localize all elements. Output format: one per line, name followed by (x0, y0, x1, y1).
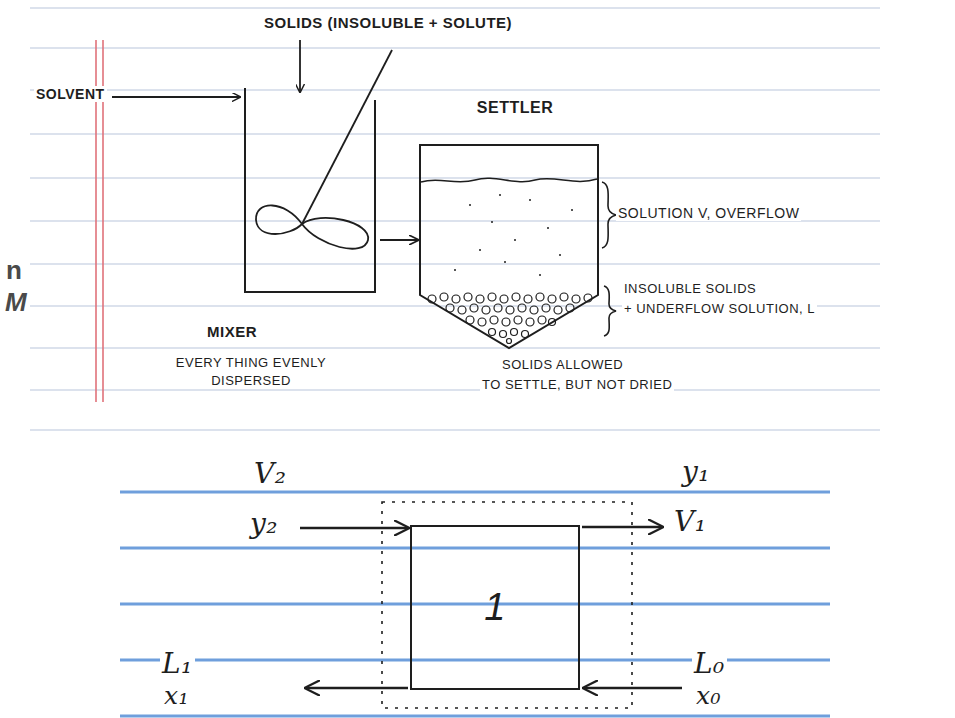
note: TO SETTLE, BUT NOT DRIED (480, 378, 674, 393)
mixer-node: MIXER EVERY THING EVENLY DISPERSED (165, 85, 380, 400)
zone-label: + UNDERFLOW SOLUTION, L (622, 302, 817, 317)
stream-arrow (584, 687, 682, 689)
balance-envelope (382, 502, 632, 708)
stream-symbol: L₀ (692, 648, 727, 680)
stream-arrow (582, 526, 662, 528)
zone-label: SOLUTION V, OVERFLOW (616, 205, 801, 221)
slide-fragment: M (3, 288, 29, 318)
ruled-lines (30, 8, 880, 430)
stream-symbol: L₁ (160, 648, 195, 680)
solvent-arrow (112, 96, 240, 98)
settled-solids (428, 293, 592, 344)
bracket (604, 286, 616, 336)
stream-symbol: y₁ (680, 456, 712, 488)
ruled-lines (120, 492, 830, 716)
node-text: MIXER (207, 323, 380, 340)
liquid-surface (421, 178, 597, 182)
agitator-shaft (302, 50, 392, 224)
agitator-blade (256, 205, 368, 248)
node-text: SETTLER (418, 99, 612, 117)
stream-arrow (300, 527, 408, 529)
stage-box: 1 (410, 525, 580, 690)
settler-vessel (420, 145, 598, 348)
settler-node: SETTLER (418, 95, 612, 350)
slide-fragment: n (4, 256, 24, 286)
stream-symbol: V₂ (252, 458, 288, 490)
suspended-particles (454, 194, 573, 276)
flow-arrow (380, 239, 418, 241)
node-text: EVERY THING EVENLY DISPERSED (165, 354, 337, 389)
stream-symbol: V₁ (672, 506, 708, 538)
feed-label: SOLIDS (INSOLUBLE + SOLUTE) (262, 14, 514, 31)
stream-label: SOLVENT (34, 86, 107, 102)
mixer-tank (245, 88, 375, 292)
stream-symbol: x₁ (162, 682, 191, 711)
stream-symbol: y₂ (248, 508, 280, 540)
stream-symbol: x₀ (694, 682, 723, 711)
bracket (602, 182, 616, 248)
stream-arrow (306, 687, 408, 689)
node-text: 1 (484, 586, 506, 629)
zone-label: INSOLUBLE SOLIDS (622, 282, 758, 297)
feed-arrow (299, 40, 301, 92)
note: SOLIDS ALLOWED (500, 358, 625, 373)
